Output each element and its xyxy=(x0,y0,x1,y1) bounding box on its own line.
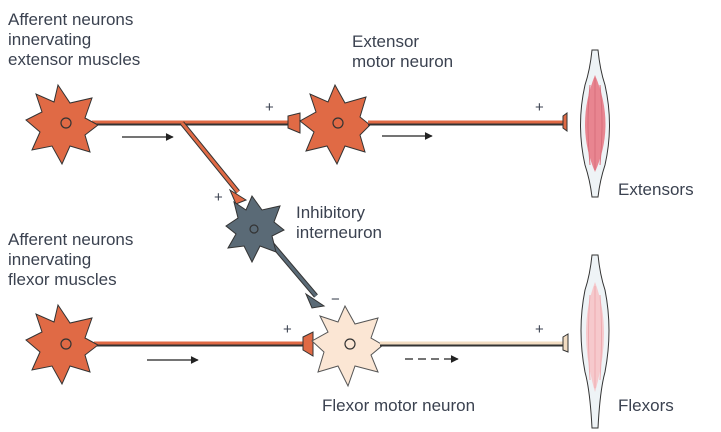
extensor-motor-label: Extensor motor neuron xyxy=(352,32,453,72)
label-line: innervating xyxy=(8,250,92,269)
sign-plus: + xyxy=(535,321,544,338)
label-line: Afferent neurons xyxy=(8,230,134,249)
inhibitory-label: Inhibitory interneuron xyxy=(296,203,382,243)
label-line: Extensor xyxy=(352,32,420,51)
extensor-motor-axon xyxy=(368,112,568,132)
sign-plus: + xyxy=(535,99,544,116)
inhibitory-interneuron xyxy=(225,194,326,309)
label-line: flexor muscles xyxy=(8,270,117,289)
sign-plus: + xyxy=(214,189,223,206)
label-line: Inhibitory xyxy=(296,203,365,222)
afferent-flexor-neuron xyxy=(25,303,99,386)
label-line: interneuron xyxy=(296,223,383,242)
flexor-motor-label: Flexor motor neuron xyxy=(322,396,476,415)
extensor-motor-neuron xyxy=(299,83,371,166)
afferent-flexor-label: Afferent neurons innervating flexor musc… xyxy=(8,230,133,290)
extensors-label: Extensors xyxy=(618,180,694,199)
flexor-motor-neuron xyxy=(311,304,384,388)
label-line: motor neuron xyxy=(352,52,454,71)
label-line: extensor muscles xyxy=(8,50,141,69)
afferent-flexor-axon xyxy=(94,331,314,357)
label-line: Afferent neurons xyxy=(8,10,134,29)
sign-minus: − xyxy=(331,291,340,308)
afferent-extensor-axon xyxy=(92,112,301,134)
afferent-extensor-label: Afferent neurons innervating extensor mu… xyxy=(8,10,140,70)
afferent-to-inhibitory-branch xyxy=(180,121,248,205)
extensor-muscle xyxy=(580,49,610,198)
flexors-label: Flexors xyxy=(618,396,674,415)
flexor-motor-axon xyxy=(380,333,569,353)
sign-plus: + xyxy=(265,99,274,116)
label-line: innervating xyxy=(8,30,92,49)
flexor-muscle xyxy=(580,254,610,429)
afferent-extensor-neuron xyxy=(25,83,99,166)
sign-plus: + xyxy=(283,321,292,338)
